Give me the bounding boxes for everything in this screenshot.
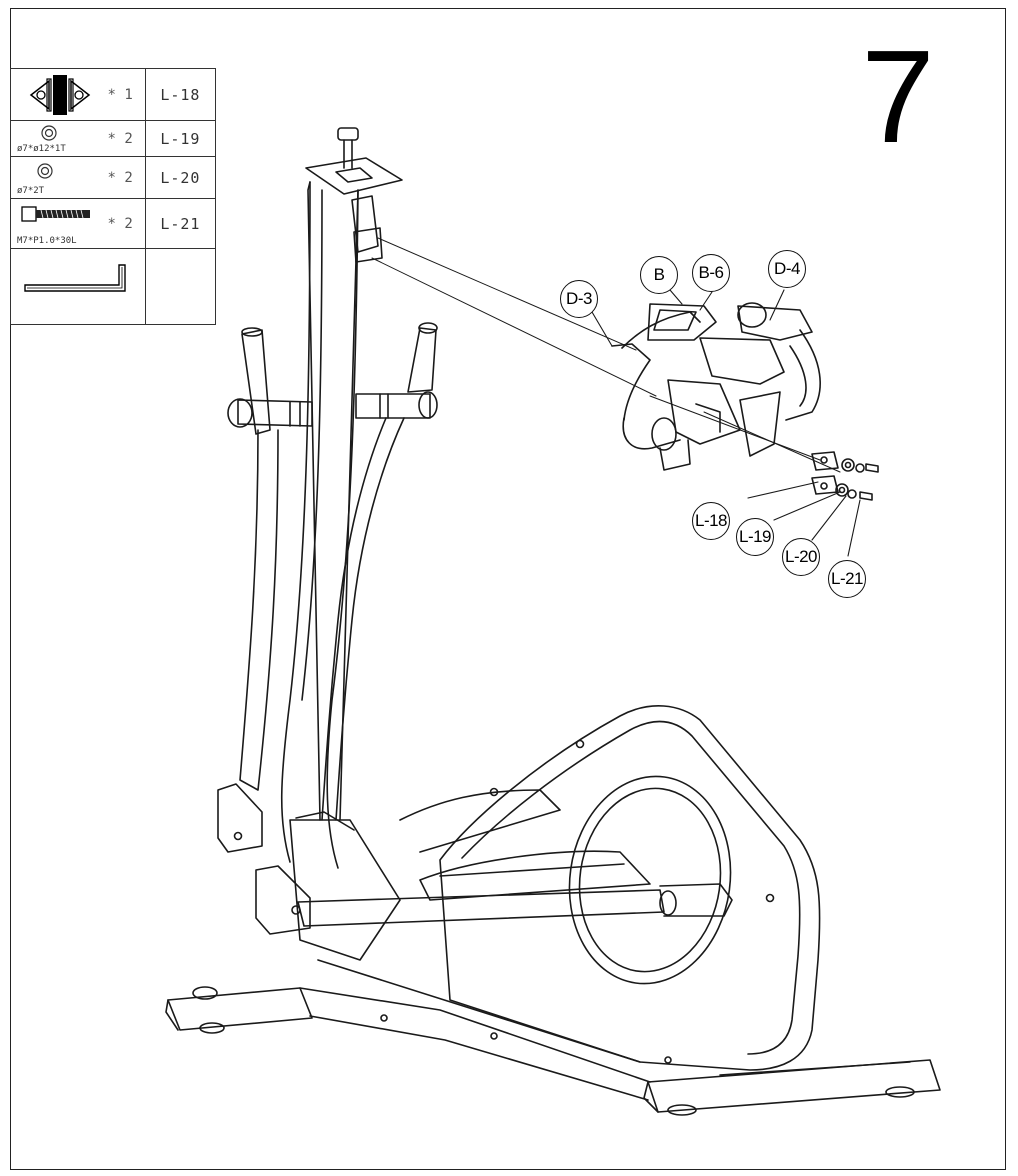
parts-row-l20: ø7*2T * 2 L-20 — [10, 156, 217, 199]
alignment-lines — [371, 237, 841, 473]
parts-table: * 1 L-18 ø7*ø12*1T * 2 L-19 ø7*2T * 2 L-… — [10, 68, 217, 325]
parts-row-l21: M7*P1.0*30L * 2 L-21 — [10, 198, 217, 249]
parts-row-tool — [10, 248, 217, 325]
washer-icon — [41, 125, 57, 141]
part-code — [144, 248, 217, 325]
step-number: 7 — [861, 23, 935, 170]
part-code: L-21 — [144, 198, 217, 249]
bolt-icon — [21, 206, 90, 222]
right-handle-arm — [321, 322, 438, 821]
rear-stabilizer — [165, 986, 313, 1034]
left-handle-arm — [227, 327, 313, 791]
callout-l19: L-19 — [736, 518, 774, 556]
part-cell — [10, 248, 146, 325]
part-spec: ø7*ø12*1T — [17, 144, 66, 154]
pedal-arm — [297, 789, 733, 927]
callout-b: B — [640, 256, 678, 294]
callout-d3: D-3 — [560, 280, 598, 318]
part-spec: M7*P1.0*30L — [17, 236, 77, 246]
mounting-hardware — [811, 451, 879, 501]
part-quantity: * 2 — [107, 169, 133, 186]
part-spec: ø7*2T — [17, 186, 45, 196]
console-mast — [280, 181, 401, 961]
page-frame — [10, 8, 1006, 1170]
pedal-bracket — [217, 783, 311, 935]
part-quantity: * 1 — [107, 86, 133, 103]
callout-b6: B-6 — [692, 254, 730, 292]
part-quantity: * 2 — [107, 130, 133, 147]
front-stabilizer — [643, 1059, 941, 1116]
main-frame — [299, 959, 651, 1101]
washer-icon — [37, 163, 53, 179]
callout-l21: L-21 — [828, 560, 866, 598]
callout-d4: D-4 — [768, 250, 806, 288]
part-quantity: * 2 — [107, 215, 133, 232]
callout-l18: L-18 — [692, 502, 730, 540]
part-code: L-20 — [144, 156, 217, 199]
part-code: L-19 — [144, 120, 217, 157]
allen-key-icon — [24, 264, 126, 292]
console-mount-plate — [305, 127, 403, 263]
flywheel-housing — [380, 705, 821, 1071]
console-handlebar — [611, 302, 821, 471]
callout-l20: L-20 — [782, 538, 820, 576]
callout-leaders — [591, 289, 861, 557]
part-code: L-18 — [144, 68, 217, 121]
bracket-icon — [29, 75, 91, 115]
